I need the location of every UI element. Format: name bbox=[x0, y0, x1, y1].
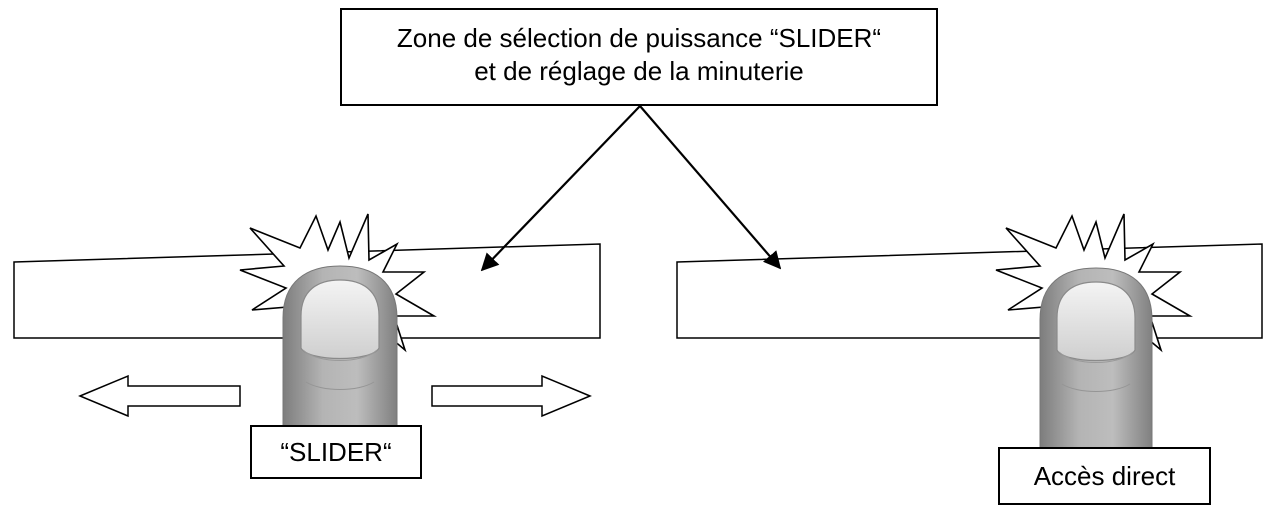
slide-right-arrow-icon bbox=[431, 374, 592, 418]
title-line-2: et de réglage de la minuterie bbox=[474, 56, 804, 86]
power-slider-zone-label: Zone de sélection de puissance “SLIDER“ … bbox=[340, 8, 938, 106]
right-finger-icon bbox=[1039, 267, 1153, 449]
left-finger-icon bbox=[282, 265, 398, 431]
slide-left-arrow-icon bbox=[78, 374, 241, 418]
title-line-1: Zone de sélection de puissance “SLIDER“ bbox=[396, 23, 882, 53]
pointer-line-left bbox=[480, 105, 641, 272]
direct-access-label: Accès direct bbox=[998, 447, 1211, 505]
slider-label: “SLIDER“ bbox=[250, 425, 422, 479]
right-control-panel bbox=[676, 243, 1263, 339]
pointer-line-right bbox=[639, 105, 782, 270]
